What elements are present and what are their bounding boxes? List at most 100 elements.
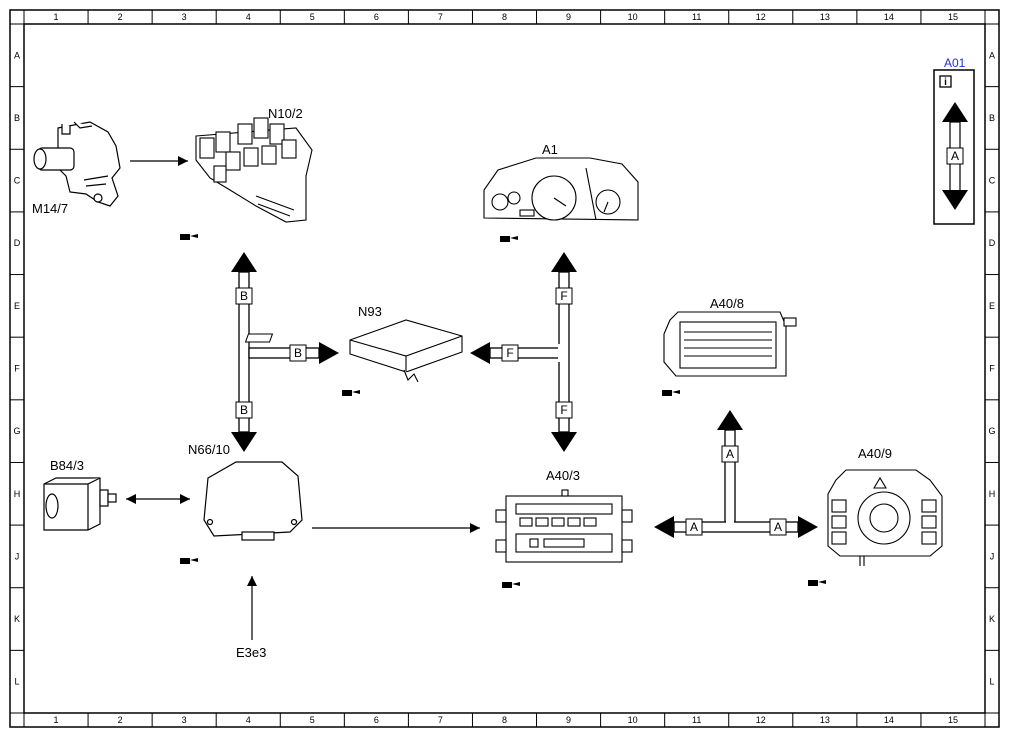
reference-icon: [342, 390, 360, 396]
grid-col-label-top: 13: [820, 12, 830, 22]
grid-col-label-top: 14: [884, 12, 894, 22]
harness-a: [654, 410, 818, 538]
grid-row-label-left: B: [14, 113, 20, 123]
grid-row-label-left: C: [14, 176, 21, 186]
grid-row-label-right: E: [989, 301, 995, 311]
grid-col-label-bottom: 9: [566, 715, 571, 725]
svg-text:F: F: [560, 289, 567, 303]
grid-col-label-top: 6: [374, 12, 379, 22]
display-a40-8-symbol: [663, 311, 797, 377]
connector-f-bottom: F: [555, 401, 573, 419]
grid-row-label-right: J: [990, 551, 995, 561]
inner-frame: [23, 23, 986, 714]
actuator-m14-7-symbol: [33, 121, 121, 207]
legend-box: i A: [933, 69, 975, 225]
legend-title: A01: [944, 56, 966, 70]
grid-col-label-top: 12: [756, 12, 766, 22]
grid-row-label-left: L: [14, 677, 19, 687]
grid-col-label-top: 8: [502, 12, 507, 22]
grid-col-label-bottom: 8: [502, 715, 507, 725]
connector-a-right: A: [769, 518, 787, 536]
grid-row-label-left: A: [14, 50, 20, 60]
harness-b: [231, 252, 339, 452]
grid-row-label-right: A: [989, 50, 995, 60]
label-e3e3: E3e3: [236, 645, 266, 660]
grid-col-label-bottom: 5: [310, 715, 315, 725]
grid-col-label-bottom: 2: [118, 715, 123, 725]
grid-col-label-top: 1: [54, 12, 59, 22]
connector-a-left: A: [685, 518, 703, 536]
reference-icon: [180, 558, 198, 564]
reference-icon: [808, 580, 826, 586]
label-a40-9: A40/9: [858, 446, 892, 461]
label-n10-2: N10/2: [268, 106, 303, 121]
grid-row-label-right: D: [989, 238, 996, 248]
grid-row-label-left: E: [14, 301, 20, 311]
svg-text:F: F: [506, 346, 513, 360]
connector-b-mid: B: [289, 344, 307, 362]
grid-labels: 1122334455667788991010111112121313141415…: [13, 12, 995, 725]
connector-b-top: B: [235, 287, 253, 305]
label-a1: A1: [542, 142, 558, 157]
grid-col-label-top: 3: [182, 12, 187, 22]
grid-col-label-bottom: 1: [54, 715, 59, 725]
grid-col-label-bottom: 14: [884, 715, 894, 725]
grid-col-label-bottom: 15: [948, 715, 958, 725]
grid-col-label-top: 10: [628, 12, 638, 22]
grid-col-label-top: 9: [566, 12, 571, 22]
grid-row-label-right: L: [989, 677, 994, 687]
label-a40-3: A40/3: [546, 468, 580, 483]
grid-ticks: [10, 10, 999, 727]
reference-icon: [662, 390, 680, 396]
svg-text:B: B: [240, 289, 248, 303]
grid-row-label-left: D: [14, 238, 21, 248]
grid-row-label-right: B: [989, 113, 995, 123]
grid-col-label-bottom: 13: [820, 715, 830, 725]
grid-row-label-right: C: [989, 176, 996, 186]
svg-text:B: B: [294, 346, 302, 360]
label-m14-7: M14/7: [32, 201, 68, 216]
module-n93-symbol: [244, 319, 463, 383]
grid-col-label-top: 7: [438, 12, 443, 22]
control-panel-a40-3-symbol: [495, 489, 633, 563]
instrument-cluster-a1-symbol: [483, 157, 639, 221]
svg-text:A: A: [774, 520, 782, 534]
info-icon: i: [944, 77, 947, 88]
grid-col-label-top: 4: [246, 12, 251, 22]
label-n66-10: N66/10: [188, 442, 230, 457]
svg-text:A: A: [690, 520, 698, 534]
grid-row-label-left: G: [13, 426, 20, 436]
grid-col-label-top: 11: [692, 12, 701, 22]
grid-row-label-right: F: [989, 364, 995, 374]
label-b84-3: B84/3: [50, 458, 84, 473]
grid-col-label-bottom: 4: [246, 715, 251, 725]
switch-panel-a40-9-symbol: [827, 469, 943, 566]
grid-row-label-left: H: [14, 489, 21, 499]
label-n93: N93: [358, 304, 382, 319]
grid-col-label-bottom: 11: [692, 715, 701, 725]
grid-col-label-top: 2: [118, 12, 123, 22]
connector-a-up: A: [721, 445, 739, 463]
grid-row-label-left: K: [14, 614, 20, 624]
grid-col-label-bottom: 10: [628, 715, 638, 725]
grid-col-label-top: 5: [310, 12, 315, 22]
sensor-b84-3-symbol: [43, 477, 117, 531]
outer-frame: [9, 9, 1000, 728]
harness-f: [470, 252, 577, 452]
grid-col-label-top: 15: [948, 12, 958, 22]
reference-icon: [500, 236, 518, 242]
grid-row-label-left: F: [14, 364, 20, 374]
label-a40-8: A40/8: [710, 296, 744, 311]
fuse-box-n10-2-symbol: [195, 117, 313, 223]
grid-col-label-bottom: 7: [438, 715, 443, 725]
reference-icon: [502, 582, 520, 588]
svg-text:F: F: [560, 403, 567, 417]
connector-f-top: F: [555, 287, 573, 305]
grid-row-label-left: J: [15, 551, 20, 561]
grid-col-label-bottom: 6: [374, 715, 379, 725]
control-unit-n66-10-symbol: [203, 461, 303, 541]
grid-row-label-right: H: [989, 489, 996, 499]
reference-icon: [180, 234, 198, 240]
grid-row-label-right: K: [989, 614, 995, 624]
